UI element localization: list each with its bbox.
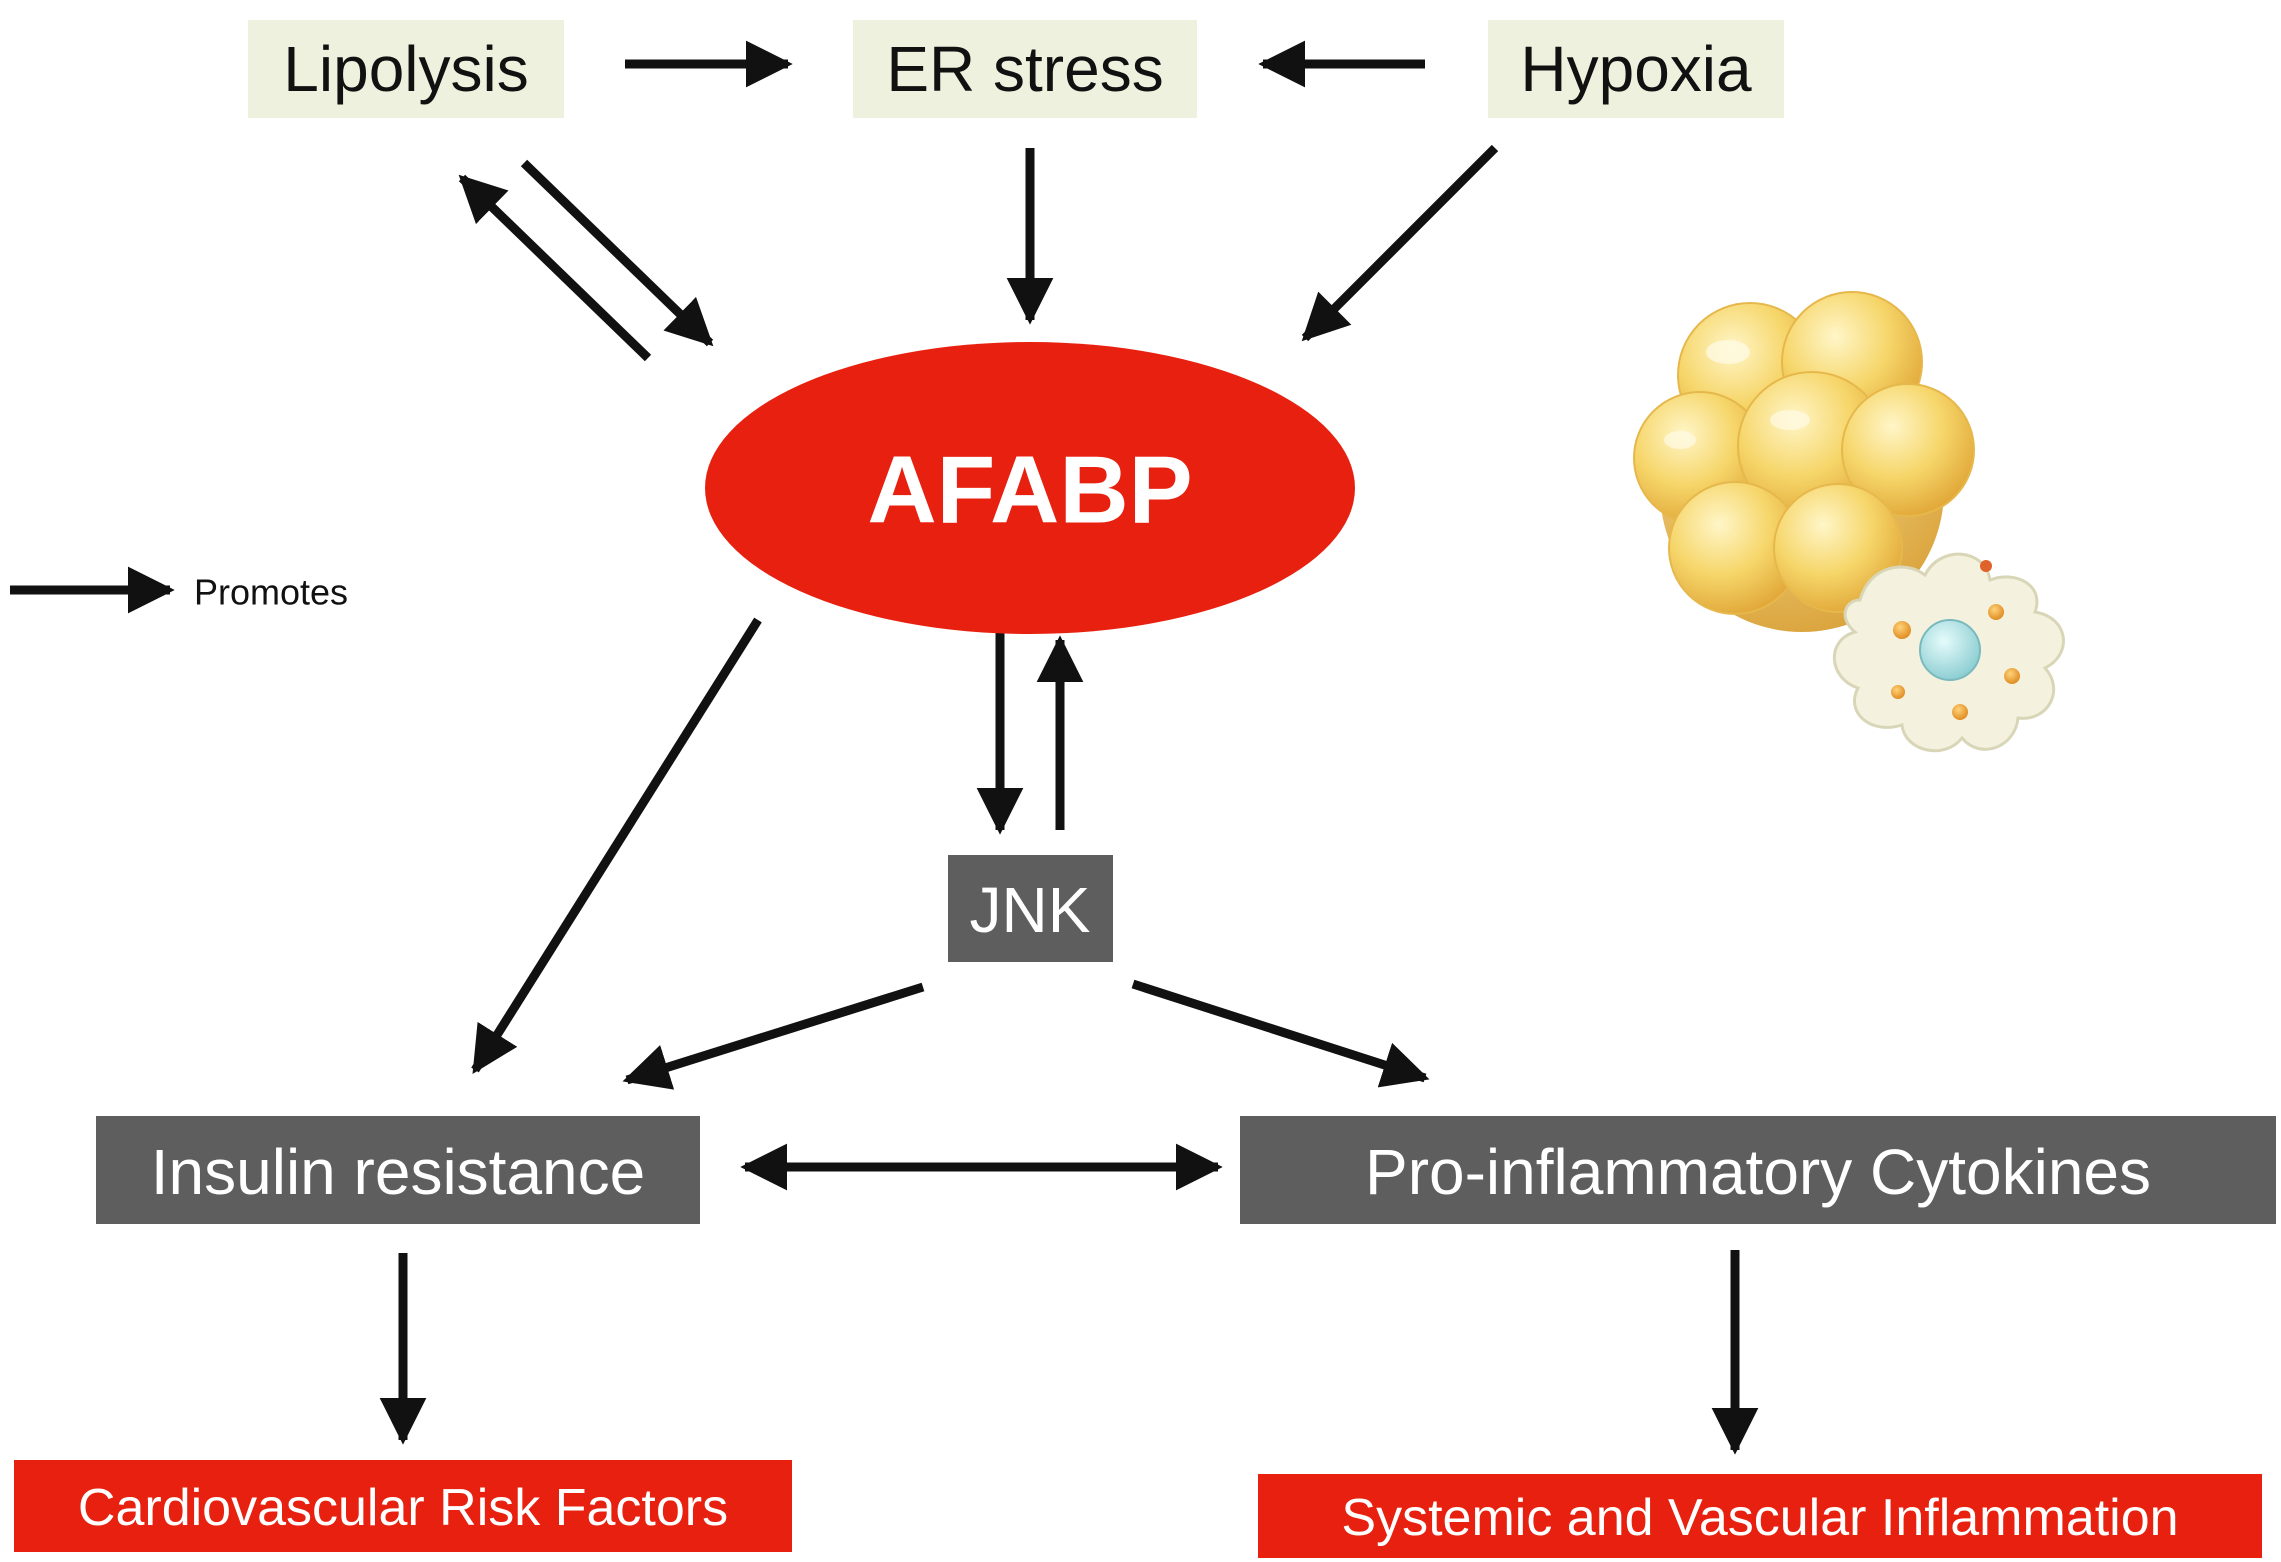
cytokines-node: Pro-inflammatory Cytokines xyxy=(1240,1116,2276,1224)
hypoxia-label: Hypoxia xyxy=(1520,33,1752,105)
jnk-label: JNK xyxy=(970,874,1091,946)
afabp-node: AFABP xyxy=(705,342,1355,634)
afabp-ellipse xyxy=(705,342,1355,634)
er-stress-box xyxy=(853,20,1197,118)
inflammation-label: Systemic and Vascular Inflammation xyxy=(1341,1489,2178,1547)
arrow-afabp-to-insulin-resistance xyxy=(471,617,762,1074)
insulin-resistance-label: Insulin resistance xyxy=(151,1136,645,1208)
inflammation-box xyxy=(1258,1474,2262,1558)
jnk-node: JNK xyxy=(948,855,1113,962)
arrow-afabp-to-lipolysis xyxy=(458,174,652,362)
er-stress-node: ER stress xyxy=(853,20,1197,118)
adipocyte-macrophage-icon xyxy=(1633,291,2065,753)
er-stress-label: ER stress xyxy=(886,33,1163,105)
legend: Promotes xyxy=(194,572,348,613)
cytokines-box xyxy=(1240,1116,2276,1224)
jnk-box xyxy=(948,855,1113,962)
arrow-jnk-to-cytokines xyxy=(1131,979,1430,1088)
afabp-label: AFABP xyxy=(867,437,1192,544)
arrow-hypoxia-to-afabp xyxy=(1301,144,1499,342)
adipocyte-cluster xyxy=(1633,291,1975,632)
lipolysis-label: Lipolysis xyxy=(283,33,528,105)
arrow-lipolysis-to-afabp xyxy=(520,159,714,347)
insulin-resistance-box xyxy=(96,1116,700,1224)
arrows xyxy=(10,40,1759,1455)
lipolysis-box xyxy=(248,20,564,118)
cv-risk-label: Cardiovascular Risk Factors xyxy=(78,1479,728,1537)
arrow-jnk-to-insulin-resistance xyxy=(622,982,925,1090)
macrophage-cell xyxy=(1832,552,2065,753)
insulin-resistance-node: Insulin resistance xyxy=(96,1116,700,1224)
hypoxia-node: Hypoxia xyxy=(1488,20,1784,118)
lipolysis-node: Lipolysis xyxy=(248,20,564,118)
hypoxia-box xyxy=(1488,20,1784,118)
legend-promotes-label: Promotes xyxy=(194,572,348,613)
cytokines-label: Pro-inflammatory Cytokines xyxy=(1365,1136,2151,1208)
cv-risk-box xyxy=(14,1460,792,1552)
cv-risk-node: Cardiovascular Risk Factors xyxy=(14,1460,792,1552)
inflammation-node: Systemic and Vascular Inflammation xyxy=(1258,1474,2262,1558)
